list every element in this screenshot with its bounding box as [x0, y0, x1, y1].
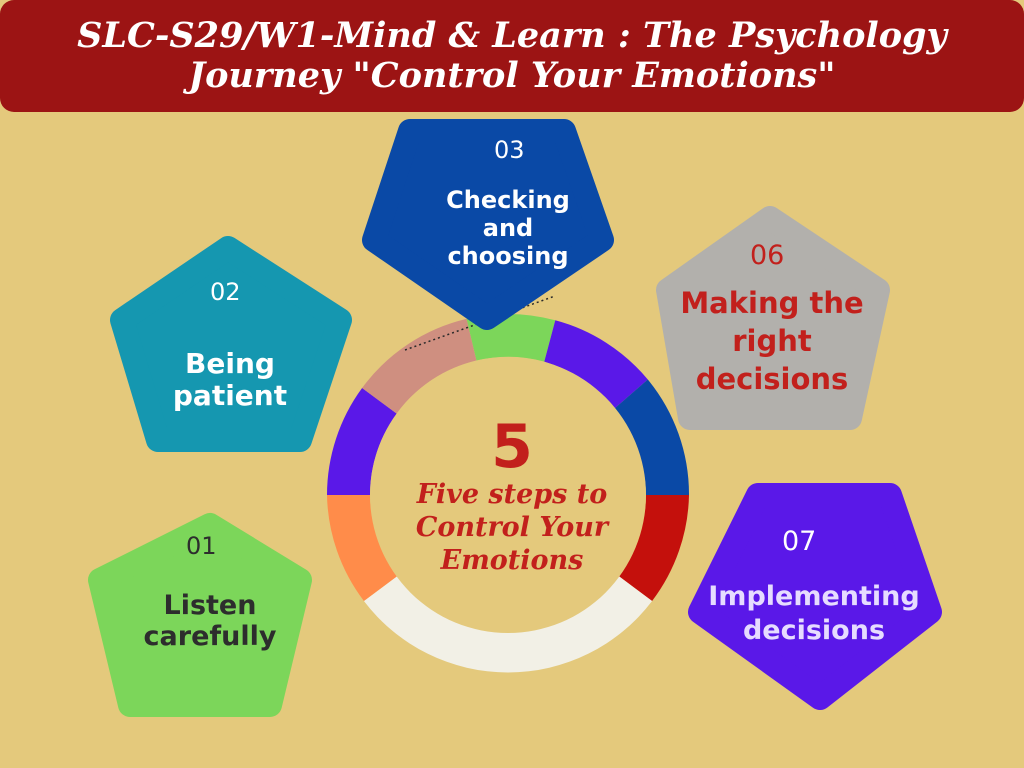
pentagon-step-03	[362, 119, 614, 330]
step-07-line-1: Implementing	[708, 581, 920, 612]
step-06-text: Making the right decisions	[664, 284, 880, 398]
step-03-line-3: choosing	[447, 242, 569, 270]
step-07-text: Implementing decisions	[694, 580, 934, 648]
pentagon-step-02	[110, 236, 352, 452]
center-disc	[370, 357, 646, 633]
step-06-line-1: Making the	[680, 286, 864, 320]
center-caption-line-2: Control Your	[415, 512, 609, 543]
center-caption: Five steps to Control Your Emotions	[380, 478, 644, 577]
step-02-number: 02	[210, 278, 241, 306]
pentagon-step-01	[88, 513, 312, 717]
step-01-line-2: carefully	[143, 621, 277, 653]
step-02-line-1: Being	[185, 347, 275, 380]
ring-segment-white	[363, 575, 653, 673]
step-06-line-3: decisions	[695, 362, 849, 396]
step-03-line-2: and	[482, 214, 534, 242]
step-01-number: 01	[186, 532, 217, 560]
ring-segment-orange	[327, 495, 398, 601]
step-03-text: Checking and choosing	[418, 186, 598, 270]
step-02-line-2: patient	[172, 379, 288, 413]
title-banner: SLC-S29/W1-Mind & Learn : The Psychology…	[0, 0, 1024, 112]
title-line-2: Journey "Control Your Emotions"	[188, 55, 836, 96]
step-07-number: 07	[782, 526, 817, 557]
ring-segment-red	[618, 495, 689, 601]
step-03-number: 03	[494, 136, 525, 164]
ring-segment-blue	[614, 379, 690, 495]
step-03-line-1: Checking	[446, 186, 570, 214]
ring-segment-rose	[362, 318, 477, 414]
step-07-line-2: decisions	[742, 615, 886, 646]
title-line-1: SLC-S29/W1-Mind & Learn : The Psychology	[77, 15, 947, 56]
center-caption-line-3: Emotions	[440, 545, 584, 576]
center-number: 5	[491, 412, 533, 482]
step-06-number: 06	[750, 240, 785, 271]
pentagon-step-06	[656, 206, 890, 430]
center-caption-line-1: Five steps to	[416, 479, 608, 510]
step-02-text: Being patient	[130, 347, 330, 413]
step-01-line-1: Listen	[163, 590, 257, 621]
ring-segment-purple-top	[544, 320, 648, 409]
pentagon-step-07	[688, 483, 942, 710]
step-06-line-2: right	[732, 324, 812, 358]
step-01-text: Listen carefully	[120, 590, 300, 652]
ring-segment-purple-left	[327, 388, 397, 495]
dotted-connector	[404, 295, 556, 351]
